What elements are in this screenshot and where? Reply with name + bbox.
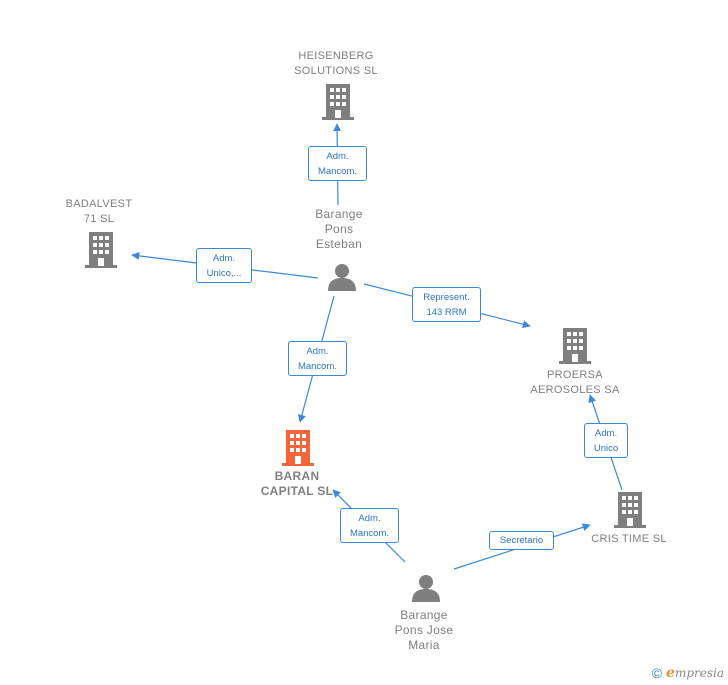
copyright-icon: © [651,665,663,681]
person-icon-esteban [328,264,356,291]
edge-label-cristime-proersa: Adm. Unico [584,423,628,458]
building-icon-badalvest [85,232,117,268]
node-label-esteban[interactable]: Barange Pons Esteban [315,207,363,251]
person-icon-jose-maria [412,575,440,602]
node-label-baran[interactable]: BARAN CAPITAL SL [260,469,334,498]
building-icon-baran [282,430,314,466]
brand-logo-initial: e [666,665,675,681]
node-label-jose-maria[interactable]: Barange Pons Jose Maria [394,608,454,652]
building-icon-heisenberg [322,84,354,120]
brand-logo-text: mpresia [674,666,724,680]
edge-label-esteban-baran: Adm. Mancom. [288,341,347,376]
edge-label-esteban-badalvest: Adm. Unico,... [196,248,252,283]
node-label-proersa[interactable]: PROERSA AEROSOLES SA [530,369,620,396]
brand-logo[interactable]: empresia [666,665,724,681]
building-icon-cristime [614,492,646,528]
edge-label-esteban-proersa: Represent. 143 RRM [412,287,481,322]
node-label-badalvest[interactable]: BADALVEST 71 SL [65,198,133,225]
node-label-heisenberg[interactable]: HEISENBERG SOLUTIONS SL [294,50,378,77]
edge-label-esteban-heisenberg: Adm. Mancom. [308,146,367,181]
building-icon-proersa [559,328,591,364]
footer-brand: © empresia [652,665,724,681]
edge-lines [131,123,623,570]
node-label-cris-time[interactable]: CRIS TIME SL [591,533,667,545]
edge-label-jose-baran: Adm. Mancom. [340,508,399,543]
edge-label-jose-cristime: Secretario [489,531,554,550]
